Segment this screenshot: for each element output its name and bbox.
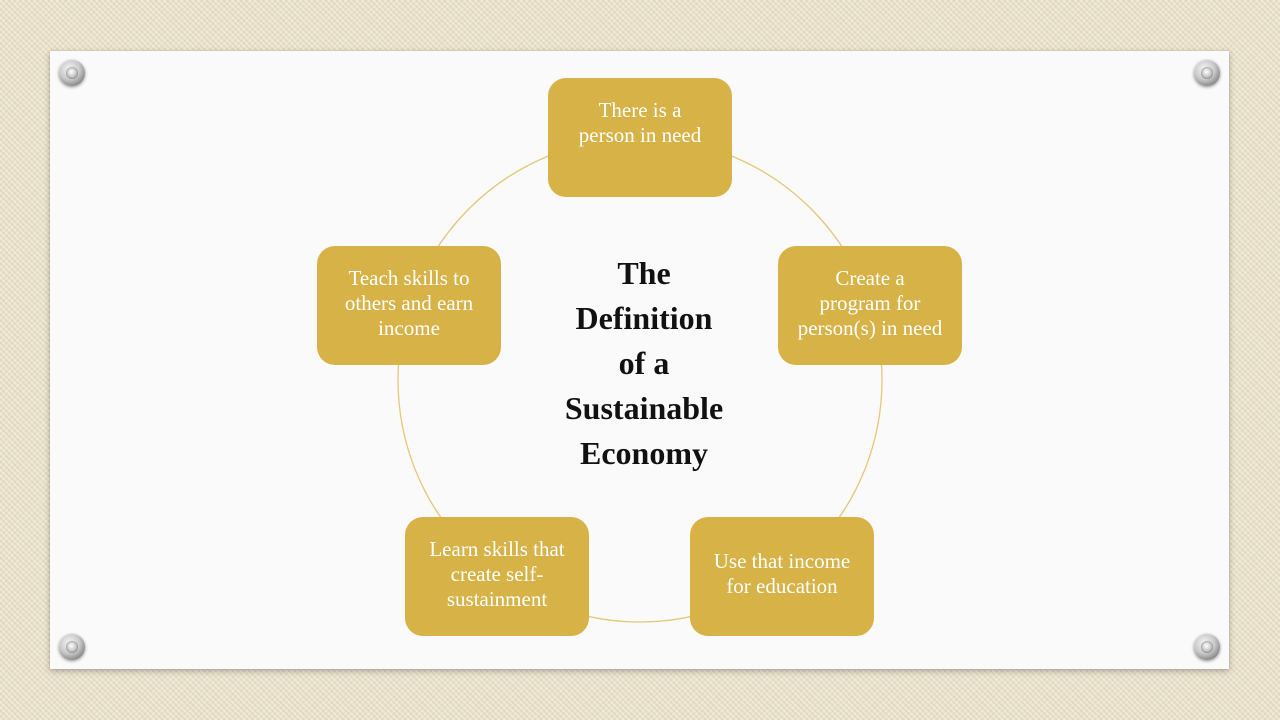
- pushpin-icon: [1194, 634, 1220, 660]
- cycle-node-person-in-need: There is a person in need: [548, 78, 732, 197]
- cycle-node-learn-skills: Learn skills that create self- sustainme…: [405, 517, 589, 636]
- pushpin-icon: [59, 60, 85, 86]
- cycle-node-use-income: Use that income for education: [690, 517, 874, 636]
- cycle-node-create-program: Create a program for person(s) in need: [778, 246, 962, 365]
- pushpin-icon: [1194, 60, 1220, 86]
- cycle-node-teach-skills: Teach skills to others and earn income: [317, 246, 501, 365]
- pushpin-icon: [59, 634, 85, 660]
- diagram-title: The Definition of a Sustainable Economy: [564, 255, 724, 471]
